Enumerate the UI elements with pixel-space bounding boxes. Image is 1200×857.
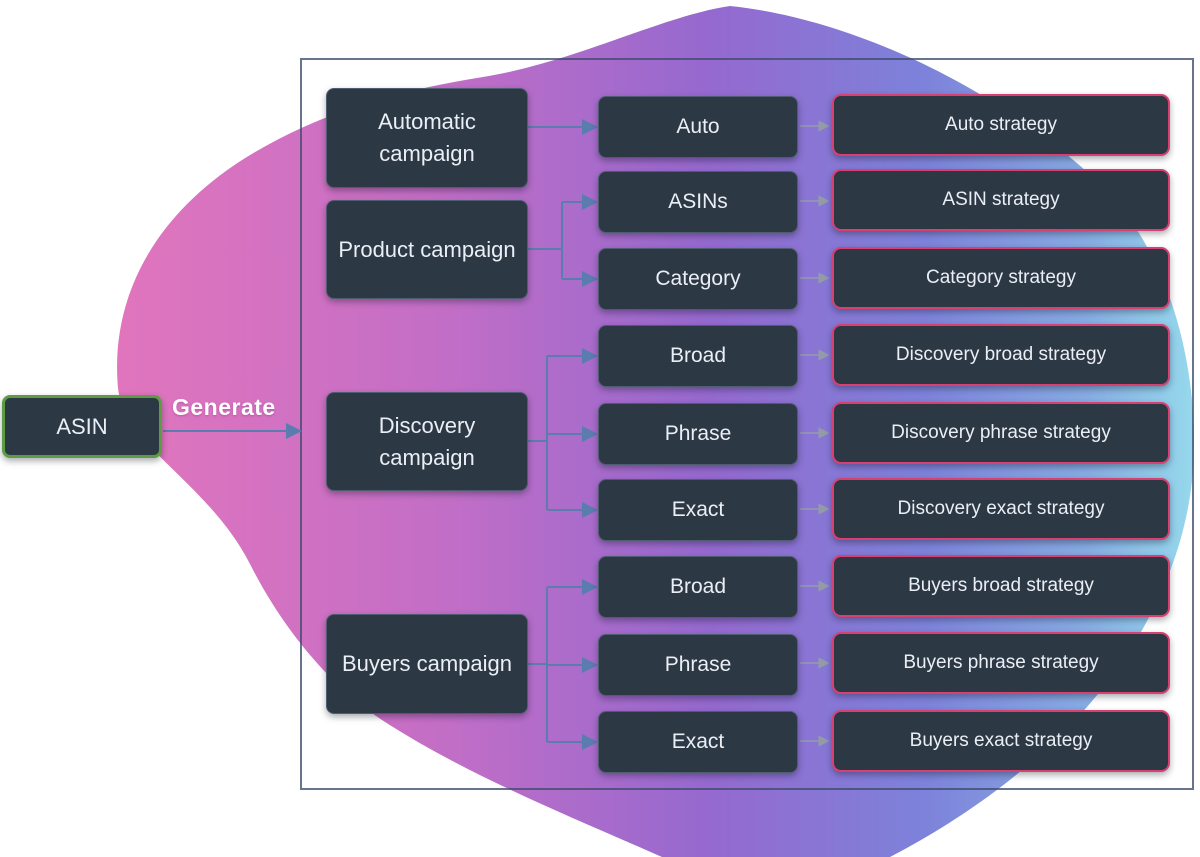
node-auto: Auto: [598, 96, 798, 158]
node-auto-strategy: Auto strategy: [832, 94, 1170, 156]
node-discovery-exact-strategy: Discovery exact strategy: [832, 478, 1170, 540]
node-asins: ASINs: [598, 171, 798, 233]
node-product-campaign: Product campaign: [326, 200, 528, 299]
node-discovery-broad-strategy: Discovery broad strategy: [832, 324, 1170, 386]
node-buyers-broad-strategy: Buyers broad strategy: [832, 555, 1170, 617]
node-discovery-phrase-strategy: Discovery phrase strategy: [832, 402, 1170, 464]
node-buyers-exact-strategy: Buyers exact strategy: [832, 710, 1170, 772]
node-category: Category: [598, 248, 798, 310]
node-discovery-exact: Exact: [598, 479, 798, 541]
node-buyers-phrase: Phrase: [598, 634, 798, 696]
node-automatic-campaign: Automatic campaign: [326, 88, 528, 188]
node-asin: ASIN: [2, 395, 162, 458]
node-buyers-exact: Exact: [598, 711, 798, 773]
node-discovery-phrase: Phrase: [598, 403, 798, 465]
node-asin-strategy: ASIN strategy: [832, 169, 1170, 231]
node-buyers-phrase-strategy: Buyers phrase strategy: [832, 632, 1170, 694]
node-buyers-broad: Broad: [598, 556, 798, 618]
node-category-strategy: Category strategy: [832, 247, 1170, 309]
node-discovery-campaign: Discovery campaign: [326, 392, 528, 491]
edge-label-generate: Generate: [172, 394, 276, 420]
node-buyers-campaign: Buyers campaign: [326, 614, 528, 714]
node-discovery-broad: Broad: [598, 325, 798, 387]
